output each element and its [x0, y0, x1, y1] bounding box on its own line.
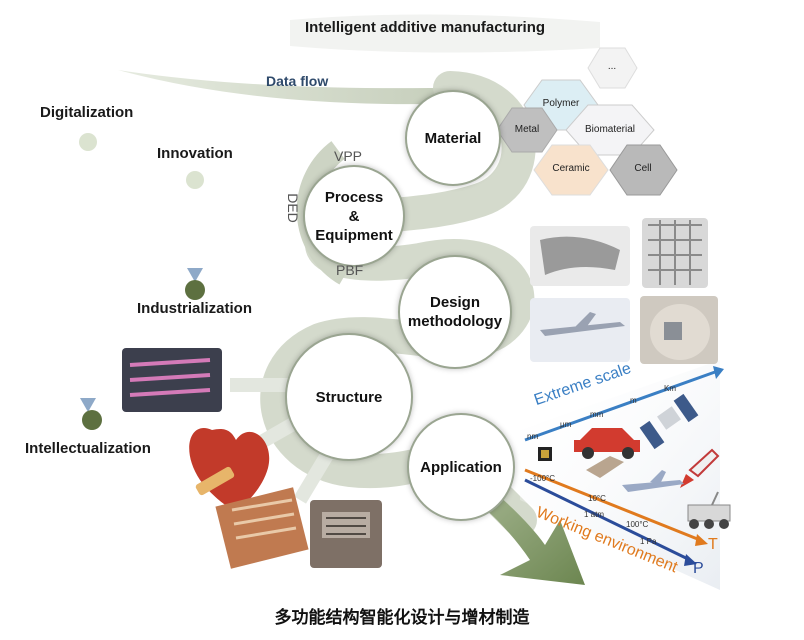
- innovation-dot: [186, 171, 204, 189]
- pressure-tick-2: 1 Pa: [640, 537, 657, 546]
- scale-tick-m: m: [630, 396, 637, 405]
- pressure-tick-1: 1 atm: [584, 510, 605, 519]
- design-node: Design methodology: [398, 255, 512, 369]
- soft-sensor-image: [122, 348, 222, 412]
- rover-icon: [687, 491, 731, 529]
- industrialization-dot: [185, 280, 205, 300]
- hex-cell: [609, 144, 678, 196]
- hex-biomaterial-label: Biomaterial: [584, 124, 636, 135]
- temp-axis-label: T: [708, 536, 718, 553]
- innovation-arrowhead: [187, 268, 203, 282]
- lattice-cube-image: [642, 218, 708, 288]
- ray-3: [293, 446, 337, 504]
- pressure-axis-head: [684, 554, 697, 566]
- hex-cell-label: Cell: [634, 163, 652, 174]
- hex-etc: [587, 47, 638, 89]
- wearable-image: [310, 500, 382, 568]
- rocket-icon: [680, 448, 720, 488]
- design-label-1: Design: [429, 294, 480, 311]
- temp-axis: [524, 468, 701, 542]
- heart-image: [189, 428, 270, 512]
- application-label: Application: [420, 458, 502, 476]
- data-flow-band: [118, 70, 480, 112]
- figure-caption: 多功能结构智能化设计与增材制造: [274, 608, 530, 628]
- digitalization-dot: [79, 133, 97, 151]
- material-node: Material: [405, 90, 501, 186]
- material-label: Material: [424, 129, 482, 147]
- application-node: Application: [407, 413, 515, 521]
- scale-tick-km: Km: [664, 384, 676, 393]
- scale-axis-head: [713, 366, 724, 379]
- hex-metal-label: Metal: [514, 124, 540, 135]
- hex-polymer-label: Polymer: [542, 98, 580, 109]
- scale-tick-nm: nm: [527, 432, 539, 441]
- temp-axis-head: [695, 534, 708, 546]
- design-label-2: methodology: [407, 313, 503, 330]
- scale-axis: [524, 370, 716, 442]
- ded-label: DED: [284, 193, 301, 223]
- aircraft-image: [530, 298, 630, 362]
- temp-tick-1: -100°C: [530, 474, 555, 483]
- circuit-image: [215, 487, 309, 569]
- process-node: Process & Equipment: [303, 165, 405, 267]
- temp-tick-3: 100°C: [626, 520, 649, 529]
- pressure-axis: [524, 478, 691, 562]
- hex-etc-label: ...: [607, 61, 617, 72]
- diagram-title: Intelligent additive manufacturing: [305, 19, 546, 36]
- hex-ceramic: [533, 144, 609, 196]
- car-icon: [574, 428, 640, 459]
- pressure-axis-label: P: [693, 560, 704, 577]
- hex-ceramic-label: Ceramic: [552, 163, 590, 174]
- digitalization-arrowhead: [80, 398, 96, 412]
- process-label-2: &: [348, 207, 360, 225]
- process-label-3: Equipment: [315, 226, 393, 244]
- robot-arm-icon: [586, 456, 624, 478]
- digitalization-label: Digitalization: [40, 104, 134, 121]
- skull-implant-image: [640, 296, 718, 364]
- airplane-icon: [622, 470, 684, 492]
- structure-label: Structure: [315, 388, 383, 406]
- structure-node: Structure: [285, 333, 413, 461]
- scale-tick-mm: mm: [590, 410, 604, 419]
- vpp-label: VPP: [334, 148, 363, 164]
- temp-tick-2: 10°C: [588, 494, 606, 503]
- pbf-label: PBF: [336, 262, 364, 278]
- intellectualization-label: Intellectualization: [25, 440, 151, 457]
- industrialization-label: Industrialization: [137, 300, 253, 317]
- chip-icon: [538, 447, 552, 461]
- title-band: [290, 14, 600, 53]
- data-flow-label: Data flow: [266, 73, 329, 89]
- satellite-icon: [639, 393, 699, 450]
- scale-tick-um: μm: [560, 420, 572, 429]
- innovation-label: Innovation: [157, 145, 233, 162]
- intellectualization-dot: [82, 410, 102, 430]
- lattice-bracket-image: [530, 226, 630, 286]
- process-label-1: Process: [324, 188, 384, 206]
